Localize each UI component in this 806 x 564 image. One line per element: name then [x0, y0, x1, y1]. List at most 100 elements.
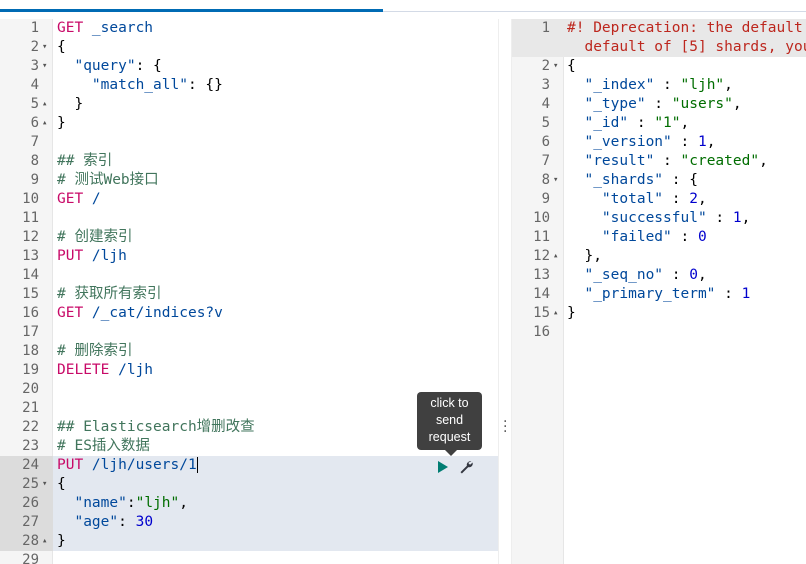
- fold-open-icon[interactable]: ▾: [42, 42, 48, 52]
- request-line[interactable]: 12# 创建索引: [0, 228, 498, 247]
- selected-gutter: [0, 513, 53, 532]
- request-line[interactable]: 8## 索引: [0, 152, 498, 171]
- code-text: # 测试Web接口: [57, 171, 159, 190]
- line-number: 1: [30, 20, 39, 36]
- line-number: 1: [541, 20, 550, 36]
- token-punc: [567, 286, 584, 302]
- request-line[interactable]: 25▾{: [0, 475, 498, 494]
- token-punc: :: [628, 115, 655, 131]
- response-line[interactable]: 15▴}: [512, 304, 806, 323]
- fold-close-icon[interactable]: ▴: [553, 251, 559, 261]
- response-line[interactable]: 13 "_seq_no" : 0,: [512, 266, 806, 285]
- response-line[interactable]: 10 "successful" : 1,: [512, 209, 806, 228]
- token-cm: # 创建索引: [57, 229, 133, 245]
- response-line[interactable]: 4 "_type" : "users",: [512, 95, 806, 114]
- fold-close-icon[interactable]: ▴: [42, 536, 48, 546]
- request-line[interactable]: 2▾{: [0, 38, 498, 57]
- token-key: "result": [584, 153, 655, 169]
- request-line[interactable]: 3▾ "query": {: [0, 57, 498, 76]
- token-punc: :: [654, 77, 681, 93]
- request-line[interactable]: 14: [0, 266, 498, 285]
- request-line[interactable]: 27 "age": 30: [0, 513, 498, 532]
- request-line[interactable]: 26 "name":"ljh",: [0, 494, 498, 513]
- response-line[interactable]: 1#! Deprecation: the default n: [512, 19, 806, 38]
- token-punc: :: [663, 267, 690, 283]
- line-number: 27: [22, 514, 39, 530]
- line-number: 25: [22, 476, 39, 492]
- fold-close-icon[interactable]: ▴: [42, 99, 48, 109]
- response-line[interactable]: 11 "failed" : 0: [512, 228, 806, 247]
- request-line[interactable]: 21: [0, 399, 498, 418]
- code-text: "_shards" : {: [567, 171, 698, 190]
- token-method: GET: [57, 305, 84, 321]
- response-line[interactable]: 12▴ },: [512, 247, 806, 266]
- line-number: 29: [22, 552, 39, 564]
- token-punc: [567, 172, 584, 188]
- line-number: 6: [541, 134, 550, 150]
- request-line[interactable]: 4 "match_all": {}: [0, 76, 498, 95]
- request-line[interactable]: 29: [0, 551, 498, 564]
- response-line[interactable]: 8▾ "_shards" : {: [512, 171, 806, 190]
- line-number: 9: [541, 191, 550, 207]
- request-line[interactable]: 6▴}: [0, 114, 498, 133]
- line-number: 7: [541, 153, 550, 169]
- fold-open-icon[interactable]: ▾: [553, 61, 559, 71]
- request-line[interactable]: 15# 获取所有索引: [0, 285, 498, 304]
- request-line[interactable]: 22## Elasticsearch增删改查: [0, 418, 498, 437]
- response-lines: 1#! Deprecation: the default n default o…: [512, 19, 806, 342]
- request-line[interactable]: 18# 删除索引: [0, 342, 498, 361]
- response-line[interactable]: 16: [512, 323, 806, 342]
- fold-close-icon[interactable]: ▴: [42, 118, 48, 128]
- token-url: /ljh: [109, 362, 154, 378]
- code-text: "result" : "created",: [567, 152, 767, 171]
- resize-handle-icon[interactable]: ···: [503, 414, 508, 440]
- line-number: 11: [22, 210, 39, 226]
- request-line[interactable]: 5▴ }: [0, 95, 498, 114]
- fold-open-icon[interactable]: ▾: [42, 61, 48, 71]
- code-text: "_seq_no" : 0,: [567, 266, 706, 285]
- line-number: 2: [30, 39, 39, 55]
- response-line[interactable]: 3 "_index" : "ljh",: [512, 76, 806, 95]
- fold-open-icon[interactable]: ▾: [42, 479, 48, 489]
- fold-open-icon[interactable]: ▾: [553, 175, 559, 185]
- token-cm: # 删除索引: [57, 343, 133, 359]
- play-icon[interactable]: [438, 460, 448, 473]
- line-number: 12: [533, 248, 550, 264]
- token-method: GET: [57, 191, 84, 207]
- response-line[interactable]: default of [5] shards, you: [512, 38, 806, 57]
- response-line[interactable]: 14 "_primary_term" : 1: [512, 285, 806, 304]
- response-line[interactable]: 2▾{: [512, 57, 806, 76]
- token-punc: :: [715, 286, 742, 302]
- token-key: "query": [74, 58, 136, 74]
- code-text: }: [57, 532, 66, 551]
- request-line[interactable]: 23# ES插入数据: [0, 437, 498, 456]
- request-line[interactable]: 9# 测试Web接口: [0, 171, 498, 190]
- request-line[interactable]: 7: [0, 133, 498, 152]
- token-key: "_seq_no": [584, 267, 664, 283]
- response-line[interactable]: 9 "total" : 2,: [512, 190, 806, 209]
- response-line[interactable]: 7 "result" : "created",: [512, 152, 806, 171]
- response-line[interactable]: 6 "_version" : 1,: [512, 133, 806, 152]
- line-number: 4: [30, 77, 39, 93]
- pane-splitter[interactable]: [498, 19, 512, 564]
- token-cm: # ES插入数据: [57, 438, 150, 454]
- line-number: 17: [22, 324, 39, 340]
- token-punc: [57, 514, 74, 530]
- wrench-icon[interactable]: [458, 459, 474, 475]
- fold-close-icon[interactable]: ▴: [553, 308, 559, 318]
- request-line[interactable]: 20: [0, 380, 498, 399]
- code-text: "_id" : "1",: [567, 114, 689, 133]
- request-line[interactable]: 28▴}: [0, 532, 498, 551]
- response-viewer[interactable]: 1#! Deprecation: the default n default o…: [512, 19, 806, 564]
- token-num: 30: [135, 514, 154, 530]
- request-line[interactable]: 17: [0, 323, 498, 342]
- request-line[interactable]: 11: [0, 209, 498, 228]
- response-line[interactable]: 5 "_id" : "1",: [512, 114, 806, 133]
